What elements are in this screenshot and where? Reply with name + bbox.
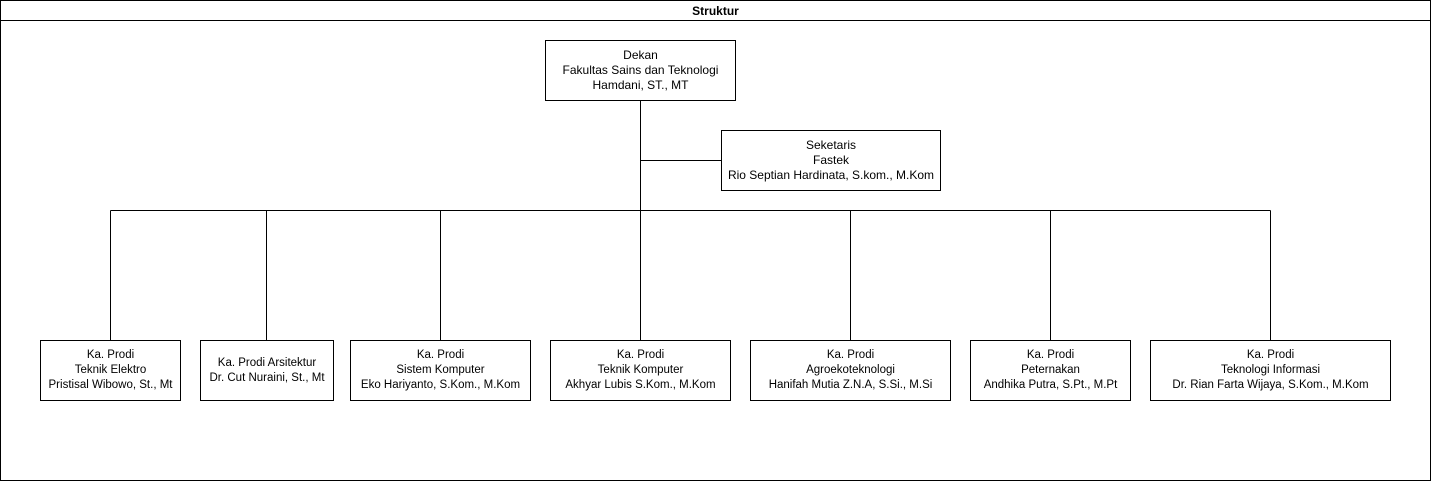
prodi-node-teknologi-informasi[interactable]: Ka. Prodi Teknologi Informasi Dr. Rian F… — [1150, 340, 1391, 401]
secretary-name: Rio Septian Hardinata, S.kom., M.Kom — [727, 168, 935, 182]
prodi-role: Ka. Prodi — [1246, 349, 1295, 361]
dean-node[interactable]: Dekan Fakultas Sains dan Teknologi Hamda… — [545, 40, 736, 101]
prodi-program: Teknologi Informasi — [1220, 364, 1321, 376]
secretary-unit: Fastek — [812, 153, 849, 167]
prodi-node-sistem-komputer[interactable]: Ka. Prodi Sistem Komputer Eko Hariyanto,… — [350, 340, 531, 401]
prodi-head-name: Hanifah Mutia Z.N.A, S.Si., M.Si — [768, 379, 933, 391]
dean-faculty: Fakultas Sains dan Teknologi — [562, 63, 719, 77]
prodi-head-name: Eko Hariyanto, S.Kom., M.Kom — [360, 379, 521, 391]
prodi-head-name: Andhika Putra, S.Pt., M.Pt — [983, 379, 1118, 391]
container-title: Struktur — [1, 1, 1430, 21]
prodi-head-name: Dr. Rian Farta Wijaya, S.Kom., M.Kom — [1172, 379, 1369, 391]
prodi-node-teknik-komputer[interactable]: Ka. Prodi Teknik Komputer Akhyar Lubis S… — [550, 340, 731, 401]
prodi-node-arsitektur[interactable]: Ka. Prodi Arsitektur Dr. Cut Nuraini, St… — [200, 340, 334, 401]
secretary-node[interactable]: Seketaris Fastek Rio Septian Hardinata, … — [721, 130, 941, 191]
prodi-role: Ka. Prodi — [416, 349, 465, 361]
dean-name: Hamdani, ST., MT — [592, 78, 689, 92]
prodi-program: Sistem Komputer — [396, 364, 485, 376]
prodi-program: Peternakan — [1021, 364, 1080, 376]
prodi-head-name: Dr. Cut Nuraini, St., Mt — [209, 371, 325, 384]
prodi-head-name: Pristisal Wibowo, St., Mt — [48, 379, 173, 391]
prodi-node-teknik-elektro[interactable]: Ka. Prodi Teknik Elektro Pristisal Wibow… — [40, 340, 181, 401]
prodi-node-agroekoteknologi[interactable]: Ka. Prodi Agroekoteknologi Hanifah Mutia… — [750, 340, 951, 401]
prodi-role: Ka. Prodi Arsitektur — [217, 356, 317, 369]
prodi-program: Agroekoteknologi — [806, 364, 895, 376]
prodi-program: Teknik Elektro — [74, 364, 147, 376]
prodi-role: Ka. Prodi — [1026, 349, 1075, 361]
prodi-head-name: Akhyar Lubis S.Kom., M.Kom — [565, 379, 716, 391]
prodi-role: Ka. Prodi — [86, 349, 135, 361]
secretary-title: Seketaris — [805, 138, 857, 152]
prodi-role: Ka. Prodi — [826, 349, 875, 361]
prodi-role: Ka. Prodi — [616, 349, 665, 361]
prodi-program: Teknik Komputer — [597, 364, 684, 376]
dean-title: Dekan — [623, 48, 658, 62]
prodi-node-peternakan[interactable]: Ka. Prodi Peternakan Andhika Putra, S.Pt… — [970, 340, 1131, 401]
